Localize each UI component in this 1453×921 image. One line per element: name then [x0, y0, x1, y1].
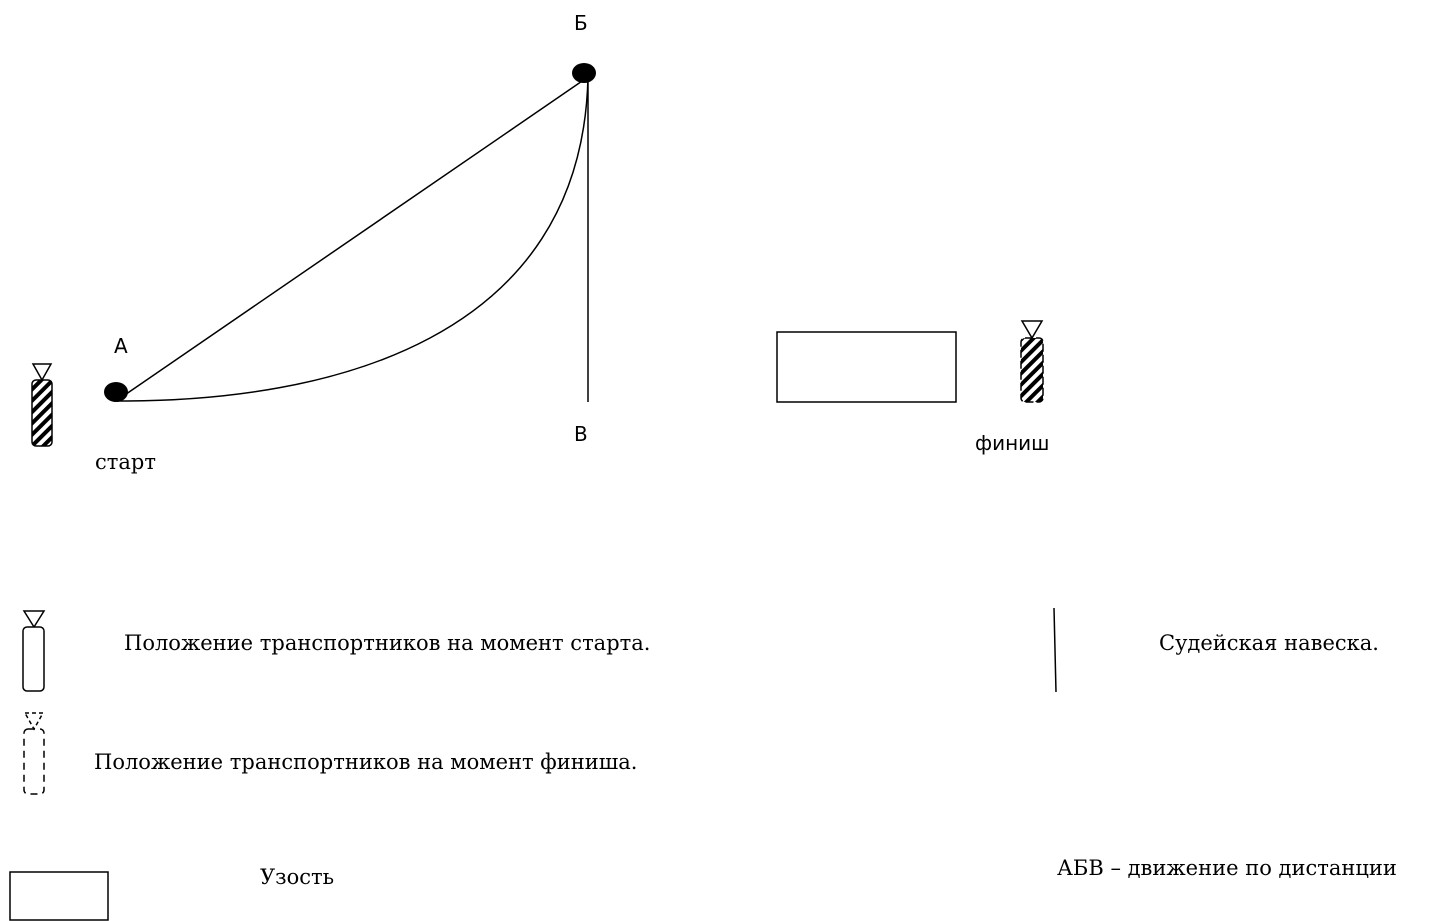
- narrowing-obstacle: [776, 331, 957, 403]
- legend-start-position-text: Положение транспортников на момент старт…: [124, 631, 650, 655]
- point-b-label: Б: [574, 11, 588, 35]
- finish-carrier-icon: [1020, 320, 1044, 403]
- legend-narrowing-text: Узость: [260, 865, 334, 889]
- legend-finish-carrier-icon: [23, 712, 45, 795]
- legend-route-text: АБВ – движение по дистанции: [1057, 856, 1397, 880]
- legend-judge-rope-icon: [1053, 607, 1057, 693]
- finish-label: финиш: [975, 431, 1049, 455]
- start-label: старт: [95, 450, 156, 474]
- legend-finish-position-text: Положение транспортников на момент финиш…: [94, 750, 637, 774]
- point-v-label: В: [574, 422, 588, 446]
- point-a-label: А: [114, 334, 128, 358]
- legend-judge-rope-text: Судейская навеска.: [1159, 631, 1379, 655]
- rope-curve-a-b: [115, 76, 589, 402]
- route-line-a-b: [115, 76, 589, 402]
- start-carrier-icon: [31, 363, 53, 447]
- point-b-marker: [572, 63, 596, 83]
- legend-start-carrier-icon: [22, 610, 46, 692]
- legend-narrowing-icon: [9, 871, 109, 921]
- point-a-marker: [104, 382, 128, 402]
